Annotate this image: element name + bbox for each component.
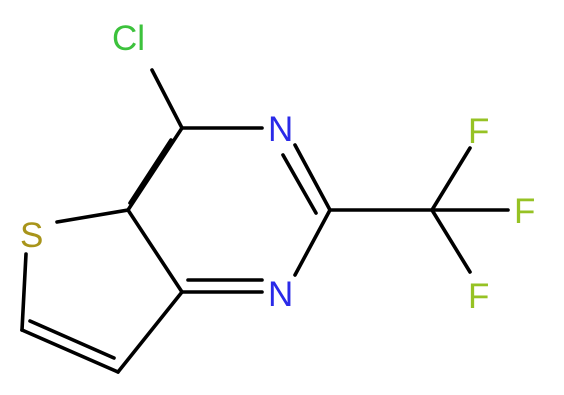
bond-c-f1 — [430, 146, 472, 212]
bond-c6-s — [20, 252, 28, 332]
bond-c7a-c4a — [126, 208, 184, 294]
bond-c4-cl — [150, 68, 184, 130]
atom-labels: Cl N N S F F F — [20, 19, 535, 316]
bond-c-f3 — [430, 208, 472, 274]
bond-s-c4a — [55, 208, 130, 224]
bond-c7-c6 — [20, 328, 120, 374]
bonds — [20, 68, 510, 374]
atom-fluorine-2: F — [514, 192, 535, 231]
bond-c4-c4a-inner — [128, 138, 173, 205]
bond-n3-c2 — [293, 143, 332, 212]
atom-nitrogen-3: N — [268, 110, 293, 149]
bond-n3-c2-inner — [281, 153, 318, 215]
bond-c4-c4a — [126, 126, 184, 212]
atom-fluorine-1: F — [468, 112, 489, 151]
atom-sulfur: S — [20, 216, 43, 255]
atom-fluorine-3: F — [468, 277, 489, 316]
bond-c7-c6-inner — [28, 319, 116, 360]
bond-c2-n1 — [293, 208, 332, 277]
atom-chlorine: Cl — [112, 19, 145, 58]
atom-nitrogen-1: N — [268, 275, 293, 314]
bond-c7a-c7 — [116, 290, 184, 374]
